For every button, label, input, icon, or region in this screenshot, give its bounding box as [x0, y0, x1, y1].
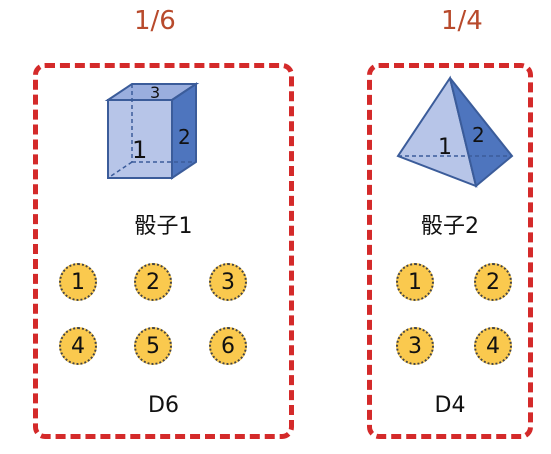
die1-label: 骰子1 [134, 214, 193, 239]
die2-face-token: 4 [474, 327, 512, 365]
die2-label: 骰子2 [421, 214, 479, 239]
die1-face-token: 3 [209, 263, 247, 301]
die2-face-token: 2 [474, 263, 512, 301]
die1-face-token: 5 [134, 327, 172, 365]
die1-face-token: 6 [209, 327, 247, 365]
cube-face-label-2: 2 [178, 125, 191, 149]
die1-face-token: 1 [59, 263, 97, 301]
die2-face-token: 3 [396, 327, 434, 365]
cube-icon: 1 2 3 [104, 82, 200, 180]
probability-die2: 1/4 [441, 6, 483, 36]
tetra-face-label-2: 2 [472, 123, 485, 147]
die1-face-token: 4 [59, 327, 97, 365]
die2-type: D4 [434, 393, 466, 418]
probability-die1: 1/6 [134, 6, 176, 36]
die1-face-token: 2 [134, 263, 172, 301]
cube-face-label-1: 1 [132, 136, 147, 164]
tetra-face-label-1: 1 [438, 135, 452, 160]
tetrahedron-icon: 1 2 [396, 75, 514, 188]
tetra-right-face [449, 77, 514, 188]
cube-face-label-3: 3 [150, 83, 160, 102]
die2-panel [367, 63, 533, 439]
die1-panel [33, 63, 294, 439]
die2-face-token: 1 [396, 263, 434, 301]
die1-type: D6 [148, 393, 179, 418]
